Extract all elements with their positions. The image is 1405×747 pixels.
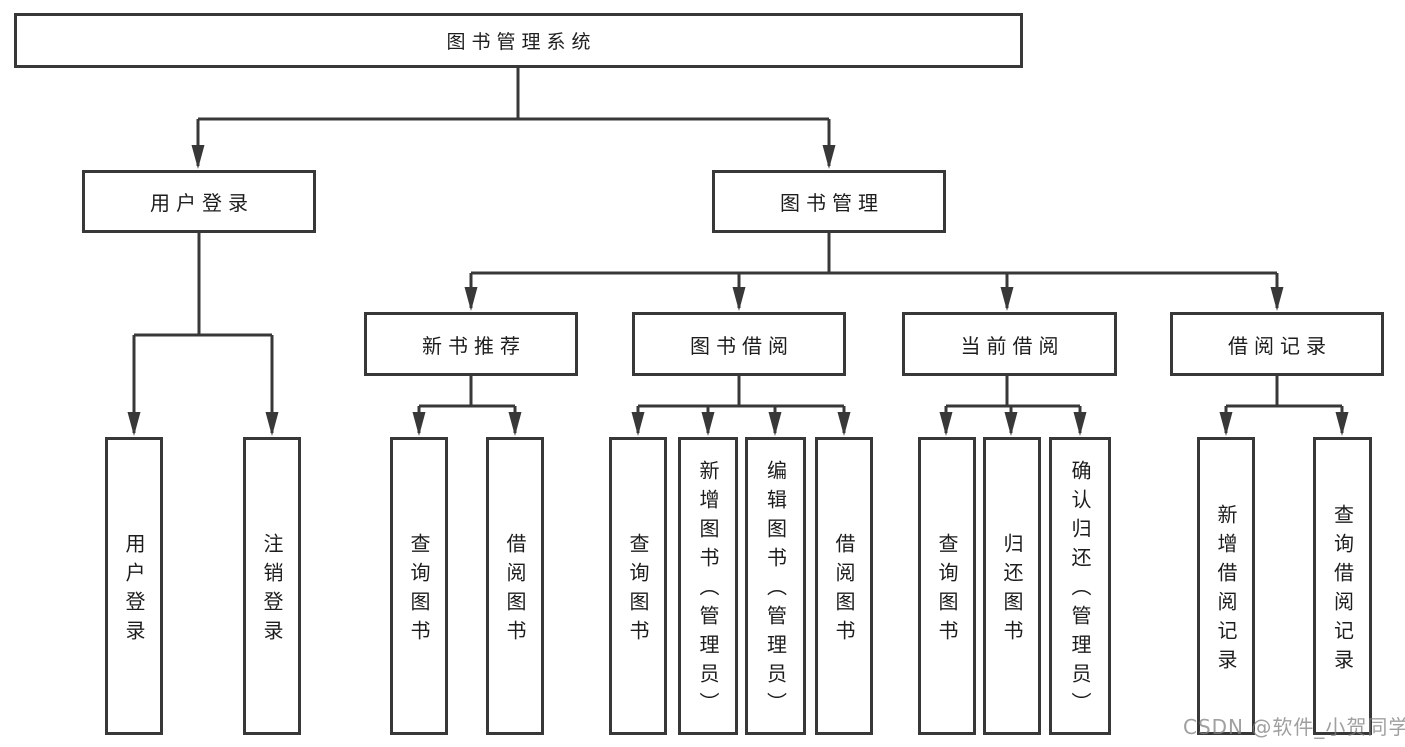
leaf-label: 用户登录 <box>122 532 146 649</box>
leaf-borrow-books-borrowing: 借阅图书 <box>815 437 873 735</box>
leaf-query-books-borrowing: 查询图书 <box>609 437 667 735</box>
csdn-watermark: CSDN @软件_小贺同学 <box>1183 715 1405 739</box>
leaf-label: 借阅图书 <box>503 532 527 649</box>
leaf-borrow-books-newbook: 借阅图书 <box>486 437 544 735</box>
node-current-borrowing: 当前借阅 <box>902 312 1117 376</box>
node-user-login: 用户登录 <box>82 170 316 233</box>
node-book-borrowing: 图书借阅 <box>632 312 846 376</box>
leaf-label: 新增图书（管理员） <box>696 460 720 721</box>
leaf-label: 查询图书 <box>407 532 431 649</box>
leaf-query-books-newbook: 查询图书 <box>390 437 448 735</box>
leaf-label: 查询图书 <box>626 532 650 649</box>
leaf-confirm-return-admin: 确认归还（管理员） <box>1049 437 1111 735</box>
node-label: 借阅记录 <box>1228 333 1332 358</box>
node-label: 图书管理系统 <box>446 31 597 53</box>
leaf-label: 确认归还（管理员） <box>1068 460 1092 721</box>
leaf-return-books: 归还图书 <box>983 437 1041 735</box>
leaf-label: 编辑图书（管理员） <box>763 460 788 721</box>
leaf-edit-book-admin: 编辑图书（管理员） <box>745 437 806 735</box>
leaf-label: 查询图书 <box>935 532 959 649</box>
leaf-add-book-admin: 新增图书（管理员） <box>678 437 738 735</box>
leaf-add-borrow-record: 新增借阅记录 <box>1197 437 1255 735</box>
node-library-management-system: 图书管理系统 <box>14 13 1023 68</box>
leaf-query-books-current: 查询图书 <box>918 437 976 735</box>
node-new-book-recommend: 新书推荐 <box>364 312 578 376</box>
node-label: 新书推荐 <box>422 333 526 358</box>
node-label: 图书借阅 <box>690 333 794 358</box>
node-book-management: 图书管理 <box>712 170 946 233</box>
node-borrowing-records: 借阅记录 <box>1170 312 1384 376</box>
leaf-user-login: 用户登录 <box>105 437 163 735</box>
leaf-logout: 注销登录 <box>243 437 301 735</box>
leaf-label: 查询借阅记录 <box>1330 503 1355 678</box>
leaf-label: 注销登录 <box>260 532 284 649</box>
node-label: 当前借阅 <box>960 333 1065 358</box>
node-label: 图书管理 <box>780 191 884 215</box>
leaf-label: 归还图书 <box>1000 532 1024 649</box>
leaf-label: 借阅图书 <box>832 532 856 649</box>
node-label: 用户登录 <box>150 191 254 215</box>
leaf-label: 新增借阅记录 <box>1214 503 1238 678</box>
leaf-query-borrow-record: 查询借阅记录 <box>1313 437 1372 735</box>
